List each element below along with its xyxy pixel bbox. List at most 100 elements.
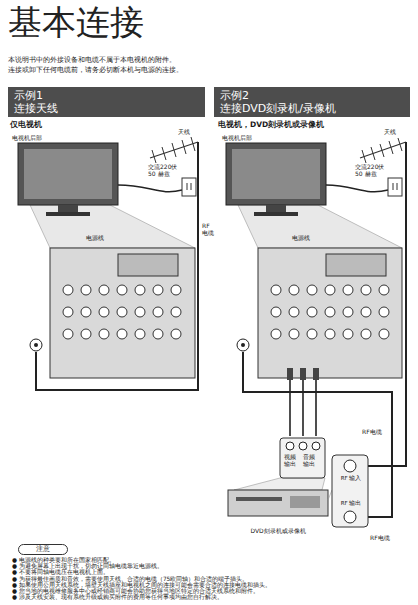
terminal-panel [258,248,402,378]
zoom-area [30,205,195,248]
jack [289,285,299,295]
callout-label: 电视机，DVD刻录机或录像机 [218,121,324,130]
callout-label: RF电缆 [370,534,400,541]
note-item: ● 不要将同轴电缆压在电视机上面。 [12,569,412,575]
jack-array [271,254,389,339]
jack [343,307,353,317]
callout-label: 仅电视机 [10,121,42,130]
note-item: ● 涉及天线安装、现有系统升级或购买附件的费用等任何事项均由您自行解决。 [12,594,412,600]
jack [135,285,145,295]
jack [307,329,317,339]
jack [153,285,163,295]
jack [343,285,353,295]
node-text: 注意 [19,545,67,554]
jack [307,307,317,317]
jack [171,329,181,339]
rf-pin [241,343,245,347]
audio-jack [299,442,307,450]
callout-label: 交流220伏 50 赫兹 [148,163,180,177]
jack [271,329,281,339]
intro-text: 连接或卸下任何电缆前，请务必切断本机与电源的连接。 [8,66,183,74]
antenna-boom [360,142,406,158]
rf-in-jack [344,460,356,472]
section-band: 示例2连接DVD刻录机/录像机 [214,87,410,117]
callout-label: RF 输出 [334,500,368,507]
callout-label: 交流220伏 50 赫兹 [355,163,387,177]
page-title: 基本连接 [8,2,144,42]
callout-label: 天线 [384,128,396,135]
zoom-area [234,478,325,490]
antenna-boom [150,142,198,158]
socket-slot [397,183,398,190]
socket-slot [393,183,394,190]
section-band: 示例1连接天线 [8,87,205,117]
jack [135,329,145,339]
jack [325,285,335,295]
terminal-panel [50,248,195,378]
callout-label: RF电缆 [362,428,390,435]
jack [171,307,181,317]
jack [99,329,109,339]
rf-cable [36,142,198,390]
wall-socket [388,178,402,196]
jack [63,307,73,317]
display [290,496,320,508]
rf-pin [34,343,38,347]
jack [117,329,127,339]
video-jack [286,442,294,450]
dvd-recorder [228,490,328,516]
tv-base [254,212,298,216]
jack [379,307,389,317]
rf-cable-in [357,142,406,466]
jack [271,285,281,295]
hdmi-block [326,254,386,276]
jack [99,285,109,295]
hdmi-block [118,254,178,276]
callout-label: 视频输出 [284,453,297,467]
zoom-line [328,490,332,500]
rca-plugs [287,368,319,380]
jack [81,285,91,295]
tv-panel [232,149,320,199]
node-text: 示例2 [220,89,404,102]
callout-label: 电视机后部 [222,134,252,141]
jack [361,307,371,317]
tv-panel [24,149,112,199]
jack [307,285,317,295]
tv-back [226,143,326,205]
callout-label: 电视机后部 [12,134,42,141]
jack [99,307,109,317]
socket-slot [187,183,188,190]
jack [271,307,281,317]
callout-label: RF 电缆 [202,222,216,236]
notes-list: ● 电源线的种类要和所在国家相匹配。● 为避免屏幕上出现干扰，切勿让同轴电缆靠近… [12,557,412,600]
intro-text: 本说明书中的外接设备和电缆不属于本电视机的附件。 [8,56,176,64]
tv-stand [266,205,286,212]
rf-plug [30,339,42,351]
node-text: 连接DVD刻录机/录像机 [220,102,404,115]
rf-out-jack [344,511,356,523]
note-pill: 注意 [18,544,68,555]
jack [325,307,335,317]
jack [153,307,163,317]
jack [117,307,127,317]
jack [135,307,145,317]
node-text: 示例1 [14,89,199,102]
antenna-elements [362,138,402,163]
socket-slot [191,183,192,190]
node-text: DVD刻录机或录像机 [250,527,305,534]
output-panel [280,438,325,478]
jack-array [63,254,181,339]
callout-label: 音频输出 [303,453,316,467]
note-item: ● 为获得最佳画质和音效，需要使用天线、合适的电缆（75欧同轴）和合适的端子插头… [12,576,412,582]
tv-back [18,143,118,205]
jack [343,329,353,339]
wall-socket [182,178,196,196]
callout-label: 天线 [178,128,190,135]
audio-jack [312,442,320,450]
node-text: 连接天线 [14,102,199,115]
device-box: DVD刻录机或录像机 [222,486,334,534]
callout-label: 电源线 [86,234,104,241]
note-item: ● 您当地的电视维修服务中心或经销商可能会协助您获得当地区特定的合适天线系统和附… [12,588,412,594]
power-cord [118,185,182,192]
